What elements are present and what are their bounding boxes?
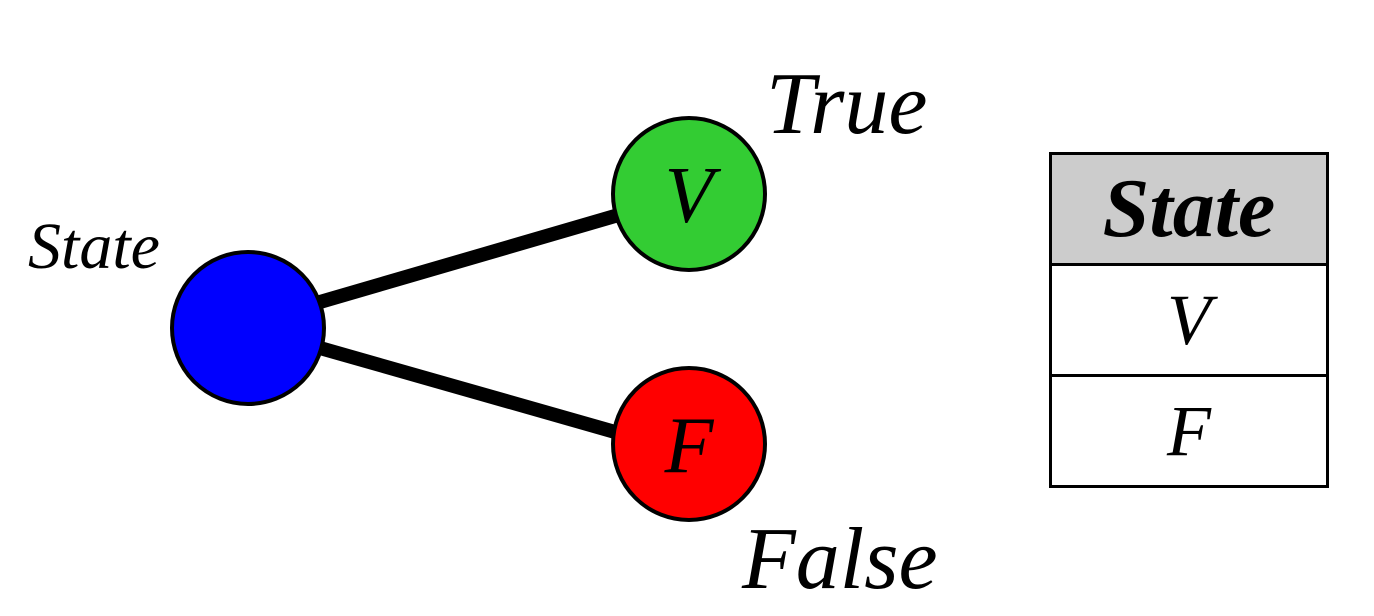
- state-table-cell-f: F: [1049, 374, 1329, 488]
- true-node-label: True: [766, 56, 927, 153]
- table-row: V: [1049, 263, 1329, 377]
- edge-state-to-false: [318, 341, 617, 439]
- table-row: F: [1049, 374, 1329, 488]
- state-table-header-row: State: [1049, 152, 1329, 266]
- false-node: [611, 366, 767, 522]
- true-node-symbol: V: [665, 152, 722, 240]
- true-node: [611, 116, 767, 272]
- root-state-node: [170, 250, 326, 406]
- false-node-label: False: [741, 511, 938, 608]
- state-table: State V F: [1049, 152, 1329, 488]
- state-table-header: State: [1049, 152, 1329, 266]
- edge-state-to-true: [318, 209, 617, 309]
- state-table-cell-v: V: [1049, 263, 1329, 377]
- root-node-label: State: [28, 210, 160, 283]
- false-node-symbol: F: [664, 402, 715, 490]
